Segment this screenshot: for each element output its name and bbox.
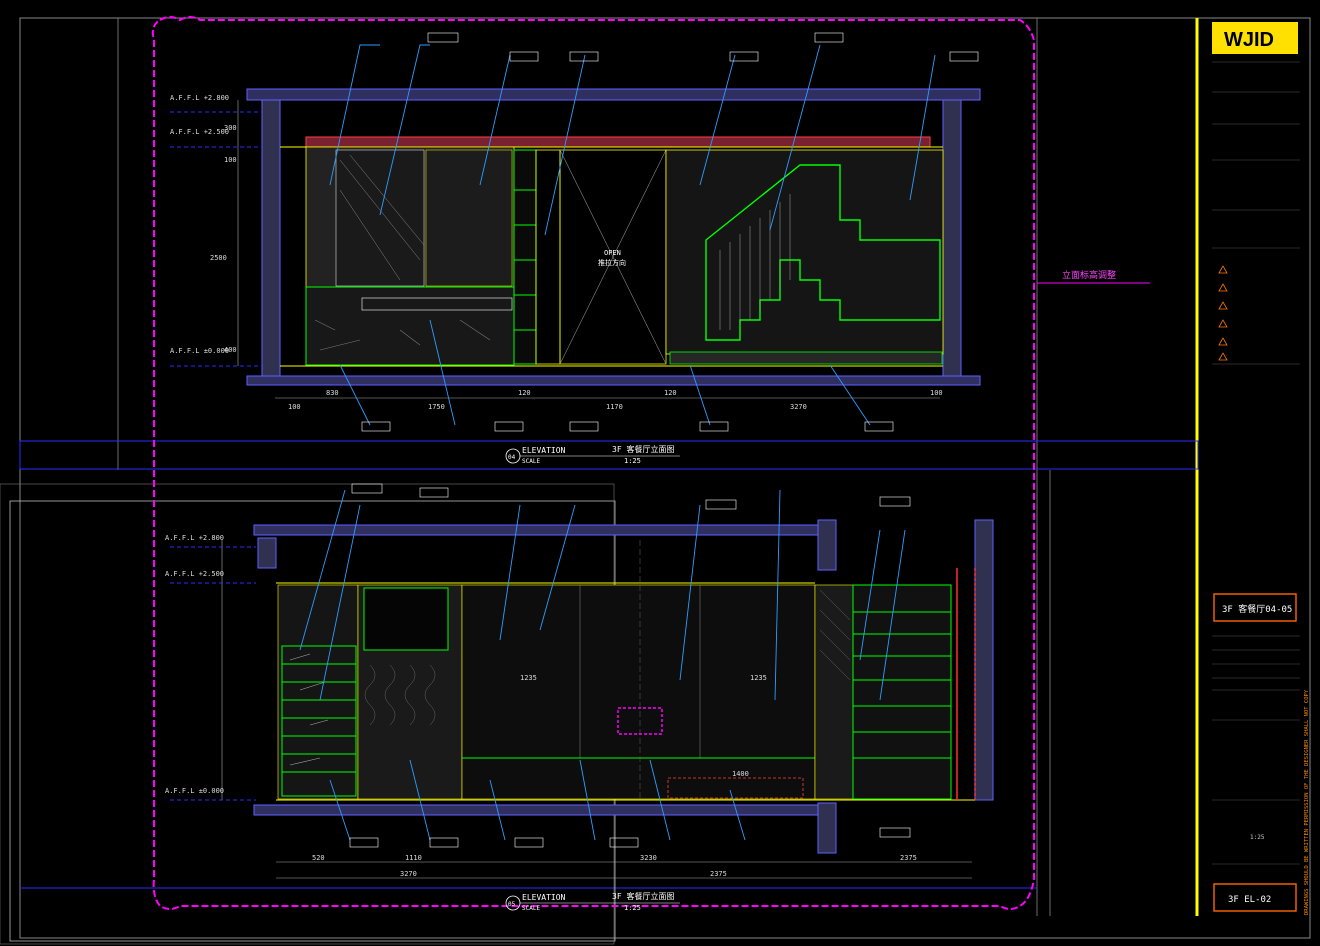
sheet-number: 3F EL-02 xyxy=(1228,895,1271,905)
dimension-label: 1170 xyxy=(606,403,623,411)
dimension-label: 100 xyxy=(930,389,943,397)
dimension-label: 2375 xyxy=(900,854,917,862)
dimension-label: 300 xyxy=(224,124,237,132)
dimension-label: 2375 xyxy=(710,870,727,878)
side-note: 立面标高调整 xyxy=(1062,269,1116,281)
dimension-label: 830 xyxy=(326,389,339,397)
scale-value: 1:25 xyxy=(1250,834,1265,841)
dimension-label: 100 xyxy=(224,156,237,164)
dimension-label: 1400 xyxy=(732,770,749,778)
dimension-label: 1235 xyxy=(750,674,767,682)
dimension-label: 3230 xyxy=(640,854,657,862)
dimension-label: 1235 xyxy=(520,674,537,682)
level-label: A.F.F.L +2.500 xyxy=(165,570,224,578)
open-annotation: OPEN xyxy=(604,249,621,257)
elevation-scale-label: SCALE xyxy=(522,458,540,465)
elevation-05 xyxy=(170,519,994,879)
level-label: A.F.F.L +2.800 xyxy=(165,534,224,542)
dimension-label: 100 xyxy=(288,403,301,411)
level-label: A.F.F.L ±0.000 xyxy=(170,347,229,355)
dimension-label: 400 xyxy=(224,346,237,354)
level-label: A.F.F.L ±0.000 xyxy=(165,787,224,795)
level-label: A.F.F.L +2.800 xyxy=(170,94,229,102)
dimension-label: 3270 xyxy=(400,870,417,878)
dimension-label: 1750 xyxy=(428,403,445,411)
elevation-04 xyxy=(170,88,981,399)
dimension-label: 1110 xyxy=(405,854,422,862)
callout-tags xyxy=(349,32,979,848)
title-block: WJID 3F 客餐厅04-05 3F EL-02 1:25 DRAWINGS … xyxy=(1212,22,1310,915)
elevation-04-title: 04 ELEVATION SCALE 3F 客餐厅立面图 1:25 xyxy=(505,444,680,465)
elevation-caption: ELEVATION xyxy=(522,893,566,902)
dimension-label: 2500 xyxy=(210,254,227,262)
elevation-05-labels: A.F.F.L +2.800 A.F.F.L +2.500 A.F.F.L ±0… xyxy=(165,534,917,878)
elevation-title: 3F 客餐厅立面图 xyxy=(612,891,674,901)
elevation-04-labels: A.F.F.L +2.800 A.F.F.L +2.500 A.F.F.L ±0… xyxy=(170,94,943,411)
dimension-label: 120 xyxy=(664,389,677,397)
elevation-05-title: 05 ELEVATION SCALE 3F 客餐厅立面图 1:25 xyxy=(505,891,680,912)
sheet-frame xyxy=(0,17,1311,945)
level-label: A.F.F.L +2.500 xyxy=(170,128,229,136)
elevation-scale: 1:25 xyxy=(624,457,641,465)
dimension-label: 120 xyxy=(518,389,531,397)
vertical-note: DRAWINGS SHOULD BE WRITTEN PERMISSION OF… xyxy=(1304,689,1310,915)
elevation-title: 3F 客餐厅立面图 xyxy=(612,444,674,454)
elevation-scale-label: SCALE xyxy=(522,905,540,912)
dimension-label: 3270 xyxy=(790,403,807,411)
dimension-label: 520 xyxy=(312,854,325,862)
elevation-caption: ELEVATION xyxy=(522,446,566,455)
drawing-name: 3F 客餐厅04-05 xyxy=(1222,603,1292,615)
open-annotation-sub: 推拉方向 xyxy=(598,258,626,267)
leader-lines xyxy=(299,44,936,841)
elevation-scale: 1:25 xyxy=(624,904,641,912)
elevation-number: 05 xyxy=(508,901,516,908)
elevation-number: 04 xyxy=(508,454,516,461)
logo: WJID xyxy=(1224,29,1274,51)
